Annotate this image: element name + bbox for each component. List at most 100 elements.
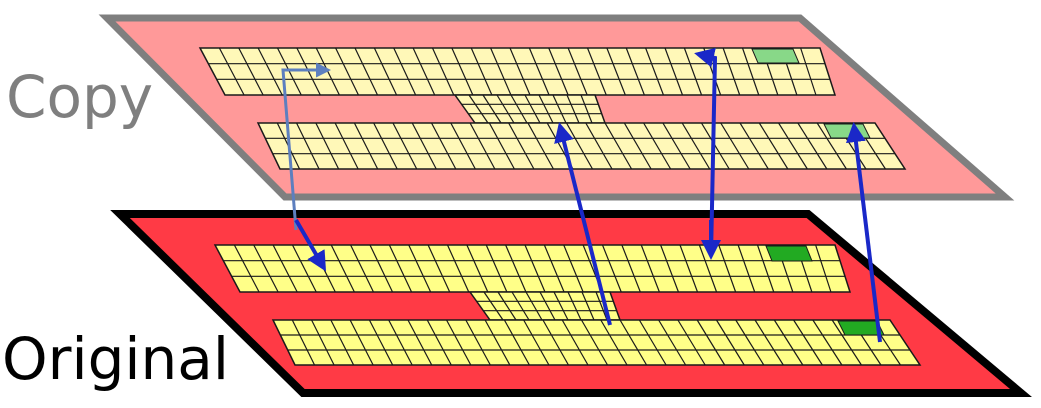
copy-target-top: [751, 48, 800, 64]
grid-col-line: [778, 122, 808, 170]
grid-col-line: [505, 244, 527, 293]
grid-col-line: [330, 244, 355, 293]
grid-col-line: [664, 47, 684, 96]
grid-col-line: [296, 122, 320, 170]
grid-col-line: [524, 94, 541, 124]
grid-col-line: [773, 319, 804, 366]
grid-col-line: [681, 122, 711, 170]
arrows: [281, 47, 882, 343]
grid-col-line: [350, 244, 374, 293]
grid-col-line: [660, 244, 679, 293]
grid-col-line: [621, 244, 641, 293]
grid-col-line: [484, 319, 511, 366]
grid-col-line: [427, 244, 451, 293]
grid-col-line: [566, 94, 580, 124]
grid-col-line: [581, 291, 595, 321]
grid-col-line: [465, 319, 491, 366]
original-grid: [213, 244, 922, 366]
grid-col-line: [315, 122, 340, 170]
grid-col-line: [527, 122, 554, 170]
grid-col-line: [407, 319, 433, 366]
grid-col-line: [539, 291, 556, 321]
grid-col-line: [393, 47, 417, 96]
grid-col-line: [446, 319, 472, 366]
grid-col-line: [715, 319, 745, 366]
grid-col-line: [334, 122, 359, 170]
arrow-4: [845, 122, 882, 343]
grid-col-line: [580, 94, 593, 124]
original-band-top: [213, 244, 852, 293]
grid-col-line: [373, 122, 398, 170]
grid-col-line: [700, 122, 730, 170]
grid-col-line: [600, 319, 628, 366]
arrow-3: [694, 47, 718, 257]
grid-col-line: [411, 122, 437, 170]
grid-col-line: [816, 122, 847, 170]
grid-col-line: [793, 319, 823, 366]
grid-col-line: [552, 94, 567, 124]
grid-col-line: [446, 244, 470, 293]
copy-grid-lines: [208, 47, 895, 170]
grid-col-line: [233, 244, 260, 293]
grid-col-line: [737, 244, 756, 293]
grid-col-line: [490, 47, 512, 96]
grid-col-line: [218, 47, 245, 96]
arrow-copy-1: [281, 62, 331, 231]
grid-col-line: [373, 47, 398, 96]
grid-col-line: [722, 47, 741, 96]
grid-col-line: [658, 319, 687, 366]
original-label: Original: [2, 325, 229, 393]
grid-col-line: [238, 47, 264, 96]
grid-col-line: [451, 47, 474, 96]
grid-col-line: [508, 122, 535, 170]
copy-label: Copy: [6, 63, 154, 131]
grid-col-line: [720, 122, 750, 170]
grid-col-line: [496, 94, 515, 124]
grid-col-line: [354, 47, 379, 96]
grid-col-line: [561, 319, 589, 366]
grid-col-line: [548, 47, 569, 96]
grid-col-line: [412, 47, 436, 96]
grid-col-line: [523, 319, 550, 366]
grid-col-line: [388, 319, 413, 366]
copy-grid: [198, 47, 907, 170]
grid-col-line: [509, 47, 531, 96]
grid-col-line: [640, 244, 660, 293]
grid-col-line: [291, 319, 316, 366]
grid-col-line: [604, 122, 633, 170]
grid-col-line: [469, 122, 496, 170]
grid-col-line: [466, 244, 489, 293]
grid-col-line: [368, 319, 394, 366]
grid-col-line: [563, 244, 584, 293]
grid-col-line: [291, 244, 317, 293]
grid-col-line: [800, 47, 817, 96]
grid-col-line: [257, 47, 283, 96]
grid-col-line: [735, 319, 765, 366]
grid-col-line: [831, 319, 862, 366]
original-grid-lines: [223, 244, 910, 366]
grid-col-line: [330, 319, 355, 366]
original-target-bottom: [837, 320, 885, 336]
grid-col-line: [586, 47, 607, 96]
copy-layer: [98, 14, 1015, 201]
grid-col-line: [483, 291, 504, 321]
grid-col-line: [662, 122, 691, 170]
grid-col-line: [497, 291, 517, 321]
grid-col-line: [585, 122, 613, 170]
original-target-top: [765, 245, 813, 262]
grid-col-line: [482, 94, 502, 124]
grid-col-line: [511, 291, 530, 321]
grid-col-line: [525, 291, 543, 321]
grid-col-line: [392, 122, 418, 170]
grid-col-line: [353, 122, 379, 170]
grid-col-line: [488, 122, 515, 170]
grid-col-line: [754, 319, 784, 366]
grid-col-line: [718, 244, 737, 293]
grid-col-line: [388, 244, 413, 293]
grid-col-line: [510, 94, 528, 124]
grid-col-line: [638, 319, 667, 366]
grid-col-line: [758, 122, 789, 170]
grid-col-line: [524, 244, 546, 293]
